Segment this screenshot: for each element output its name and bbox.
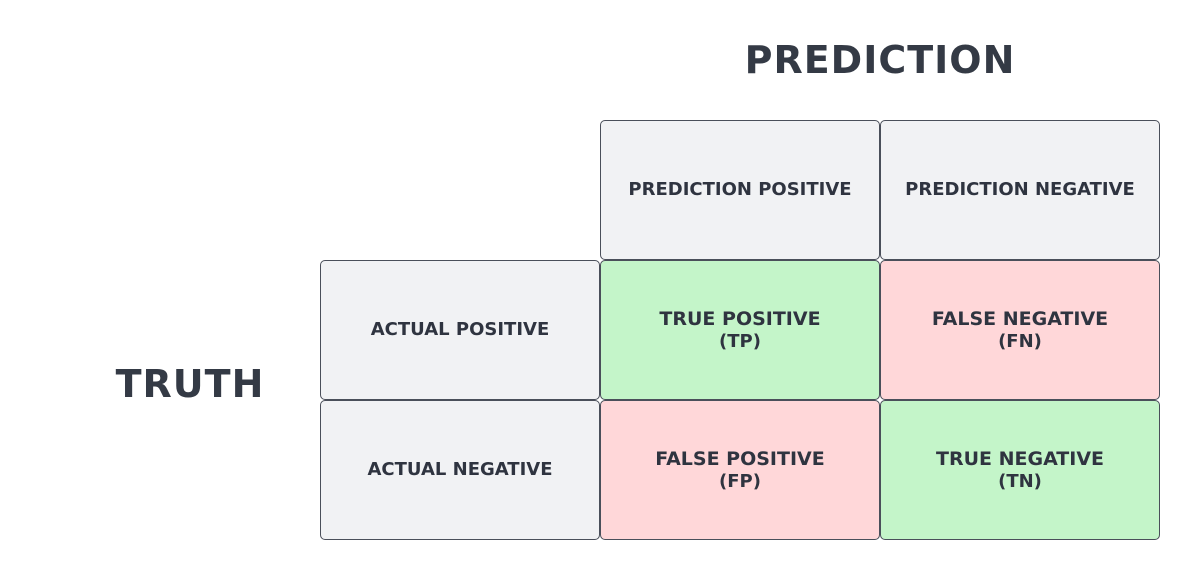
row-header-label: ACTUAL POSITIVE: [370, 319, 550, 341]
row-header-label: ACTUAL NEGATIVE: [367, 459, 553, 481]
truth-axis-title: TRUTH: [115, 362, 265, 406]
cell-false-negative: FALSE NEGATIVE (FN): [880, 260, 1160, 400]
cell-abbreviation: (TN): [998, 470, 1042, 492]
cell-abbreviation: (FP): [719, 470, 761, 492]
column-header-prediction-positive: PREDICTION POSITIVE: [600, 120, 880, 260]
row-header-actual-negative: ACTUAL NEGATIVE: [320, 400, 600, 540]
cell-label: FALSE NEGATIVE: [931, 307, 1109, 330]
cell-label: FALSE POSITIVE: [655, 447, 825, 470]
cell-label: TRUE NEGATIVE: [935, 447, 1105, 470]
column-header-prediction-negative: PREDICTION NEGATIVE: [880, 120, 1160, 260]
column-header-label: PREDICTION POSITIVE: [628, 179, 852, 201]
cell-true-negative: TRUE NEGATIVE (TN): [880, 400, 1160, 540]
cell-abbreviation: (TP): [719, 330, 761, 352]
prediction-axis-title: PREDICTION: [744, 38, 1016, 82]
cell-true-positive: TRUE POSITIVE (TP): [600, 260, 880, 400]
row-header-actual-positive: ACTUAL POSITIVE: [320, 260, 600, 400]
column-header-label: PREDICTION NEGATIVE: [905, 179, 1135, 201]
cell-abbreviation: (FN): [998, 330, 1042, 352]
cell-label: TRUE POSITIVE: [659, 307, 821, 330]
cell-false-positive: FALSE POSITIVE (FP): [600, 400, 880, 540]
